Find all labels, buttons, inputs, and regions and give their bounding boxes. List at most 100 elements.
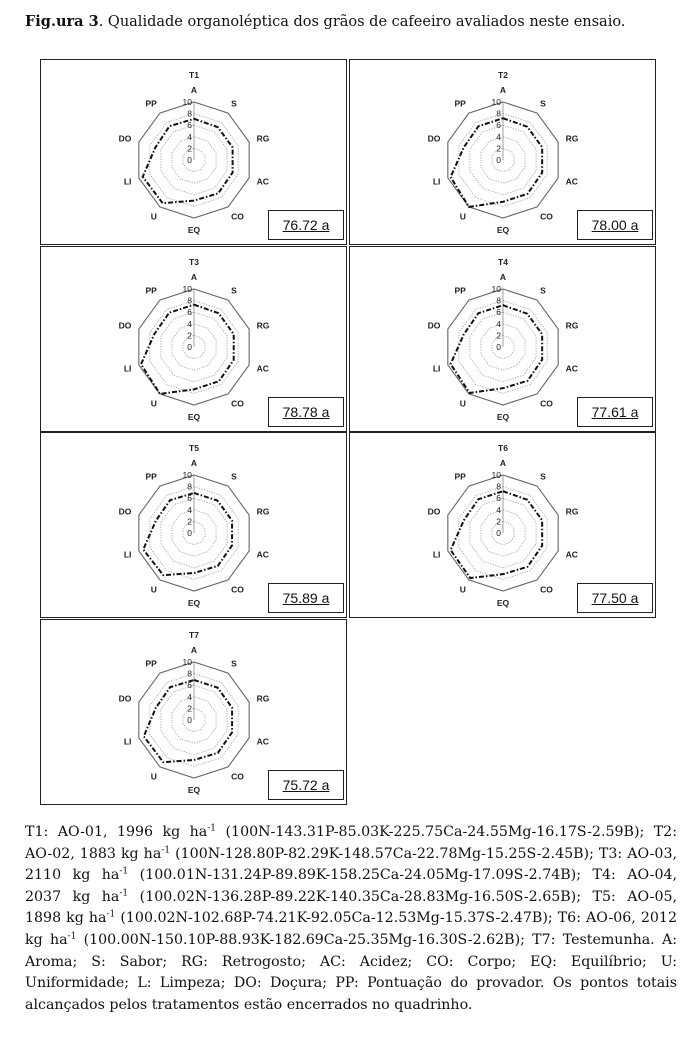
grid-ring xyxy=(469,124,537,196)
category-label: S xyxy=(231,98,237,108)
footnote-t3-detail: (100.01N-131.24P-89.89K-158.25Ca-24.05Mg… xyxy=(25,867,678,905)
grid-ring xyxy=(149,672,239,767)
tick-label: 6 xyxy=(496,307,501,317)
category-label: CO xyxy=(231,585,244,595)
category-label: S xyxy=(540,471,546,481)
chart-title: T7 xyxy=(189,630,199,640)
total-score-box: 75.72 a xyxy=(268,769,344,800)
figure-caption-text: . Qualidade organoléptica dos grãos de c… xyxy=(98,14,626,30)
category-label: PP xyxy=(146,285,158,295)
tick-label: 8 xyxy=(187,109,192,119)
category-label: DO xyxy=(119,320,132,330)
category-label: AC xyxy=(257,736,269,746)
tick-label: 0 xyxy=(187,715,192,725)
category-label: DO xyxy=(428,506,441,516)
grid-ring xyxy=(149,486,239,580)
chart-title: T2 xyxy=(498,70,508,80)
grid-ring xyxy=(160,124,228,196)
category-label: RG xyxy=(566,320,579,330)
data-series xyxy=(449,117,544,209)
unit-superscript: -1 xyxy=(207,823,217,834)
category-label: AC xyxy=(257,550,269,560)
category-label: LI xyxy=(124,177,132,187)
data-series xyxy=(141,117,234,205)
data-series xyxy=(449,490,544,580)
category-label: PP xyxy=(146,658,158,668)
category-label: PP xyxy=(455,471,467,481)
tick-label: 6 xyxy=(187,307,192,317)
tick-label: 10 xyxy=(183,284,193,294)
tick-label: 4 xyxy=(187,318,192,328)
footnote-t2-detail: (100N-128.80P-82.29K-148.57Ca-22.78Mg-15… xyxy=(25,845,677,884)
figure-label: Fig.ura 3 xyxy=(25,13,99,30)
total-score-box: 75.89 a xyxy=(268,583,344,613)
unit-superscript: -1 xyxy=(106,909,116,920)
tick-label: 8 xyxy=(187,482,192,492)
grid-ring xyxy=(458,486,548,580)
tick-label: 0 xyxy=(187,528,192,538)
category-label: DO xyxy=(428,320,441,330)
total-score-box: 78.00 a xyxy=(577,210,653,240)
category-label: CO xyxy=(540,212,553,222)
category-label: LI xyxy=(433,550,441,560)
grid-ring xyxy=(469,497,537,569)
grid-ring xyxy=(480,509,526,557)
grid-ring xyxy=(138,101,250,219)
category-label: U xyxy=(151,771,157,781)
tick-label: 6 xyxy=(187,680,192,690)
tick-label: 8 xyxy=(187,668,192,678)
tick-label: 2 xyxy=(187,516,192,526)
figure-caption: Fig.ura 3. Qualidade organoléptica dos g… xyxy=(25,12,685,32)
grid-ring xyxy=(138,474,250,592)
category-label: A xyxy=(500,85,506,95)
category-label: U xyxy=(151,398,157,408)
category-label: A xyxy=(500,458,506,468)
category-label: A xyxy=(191,272,197,282)
grid-ring xyxy=(171,695,217,744)
tick-label: 6 xyxy=(187,120,192,130)
tick-label: 0 xyxy=(496,155,501,165)
category-label: CO xyxy=(231,771,244,781)
chart-title: T6 xyxy=(498,443,508,453)
category-label: RG xyxy=(566,506,579,516)
category-label: AC xyxy=(566,550,578,560)
category-label: DO xyxy=(428,133,441,143)
grid-ring xyxy=(458,299,548,394)
tick-label: 2 xyxy=(187,703,192,713)
grid-ring xyxy=(480,322,526,371)
grid-ring xyxy=(149,113,239,207)
tick-label: 4 xyxy=(187,132,192,142)
unit-superscript: -1 xyxy=(67,931,77,942)
tick-label: 2 xyxy=(496,143,501,153)
tick-label: 2 xyxy=(496,516,501,526)
footnote-t1-detail: (100N-143.31P-85.03K-225.75Ca-24.55Mg-16… xyxy=(25,824,677,862)
category-label: AC xyxy=(257,177,269,187)
category-label: PP xyxy=(455,285,467,295)
chart-title: T4 xyxy=(498,257,508,267)
tick-label: 10 xyxy=(492,97,502,107)
tick-label: 0 xyxy=(187,155,192,165)
total-score-box: 76.72 a xyxy=(268,210,344,240)
tick-label: 0 xyxy=(496,528,501,538)
category-label: LI xyxy=(124,363,132,373)
tick-label: 4 xyxy=(496,505,501,515)
category-label: PP xyxy=(146,471,158,481)
grid-ring xyxy=(171,322,217,371)
grid-ring xyxy=(138,660,250,779)
footnote-t1: T1: AO-01, 1996 kg ha xyxy=(25,824,208,840)
grid-ring xyxy=(447,474,559,592)
category-label: RG xyxy=(257,133,270,143)
category-label: DO xyxy=(119,133,132,143)
category-label: S xyxy=(540,285,546,295)
tick-label: 10 xyxy=(183,97,193,107)
